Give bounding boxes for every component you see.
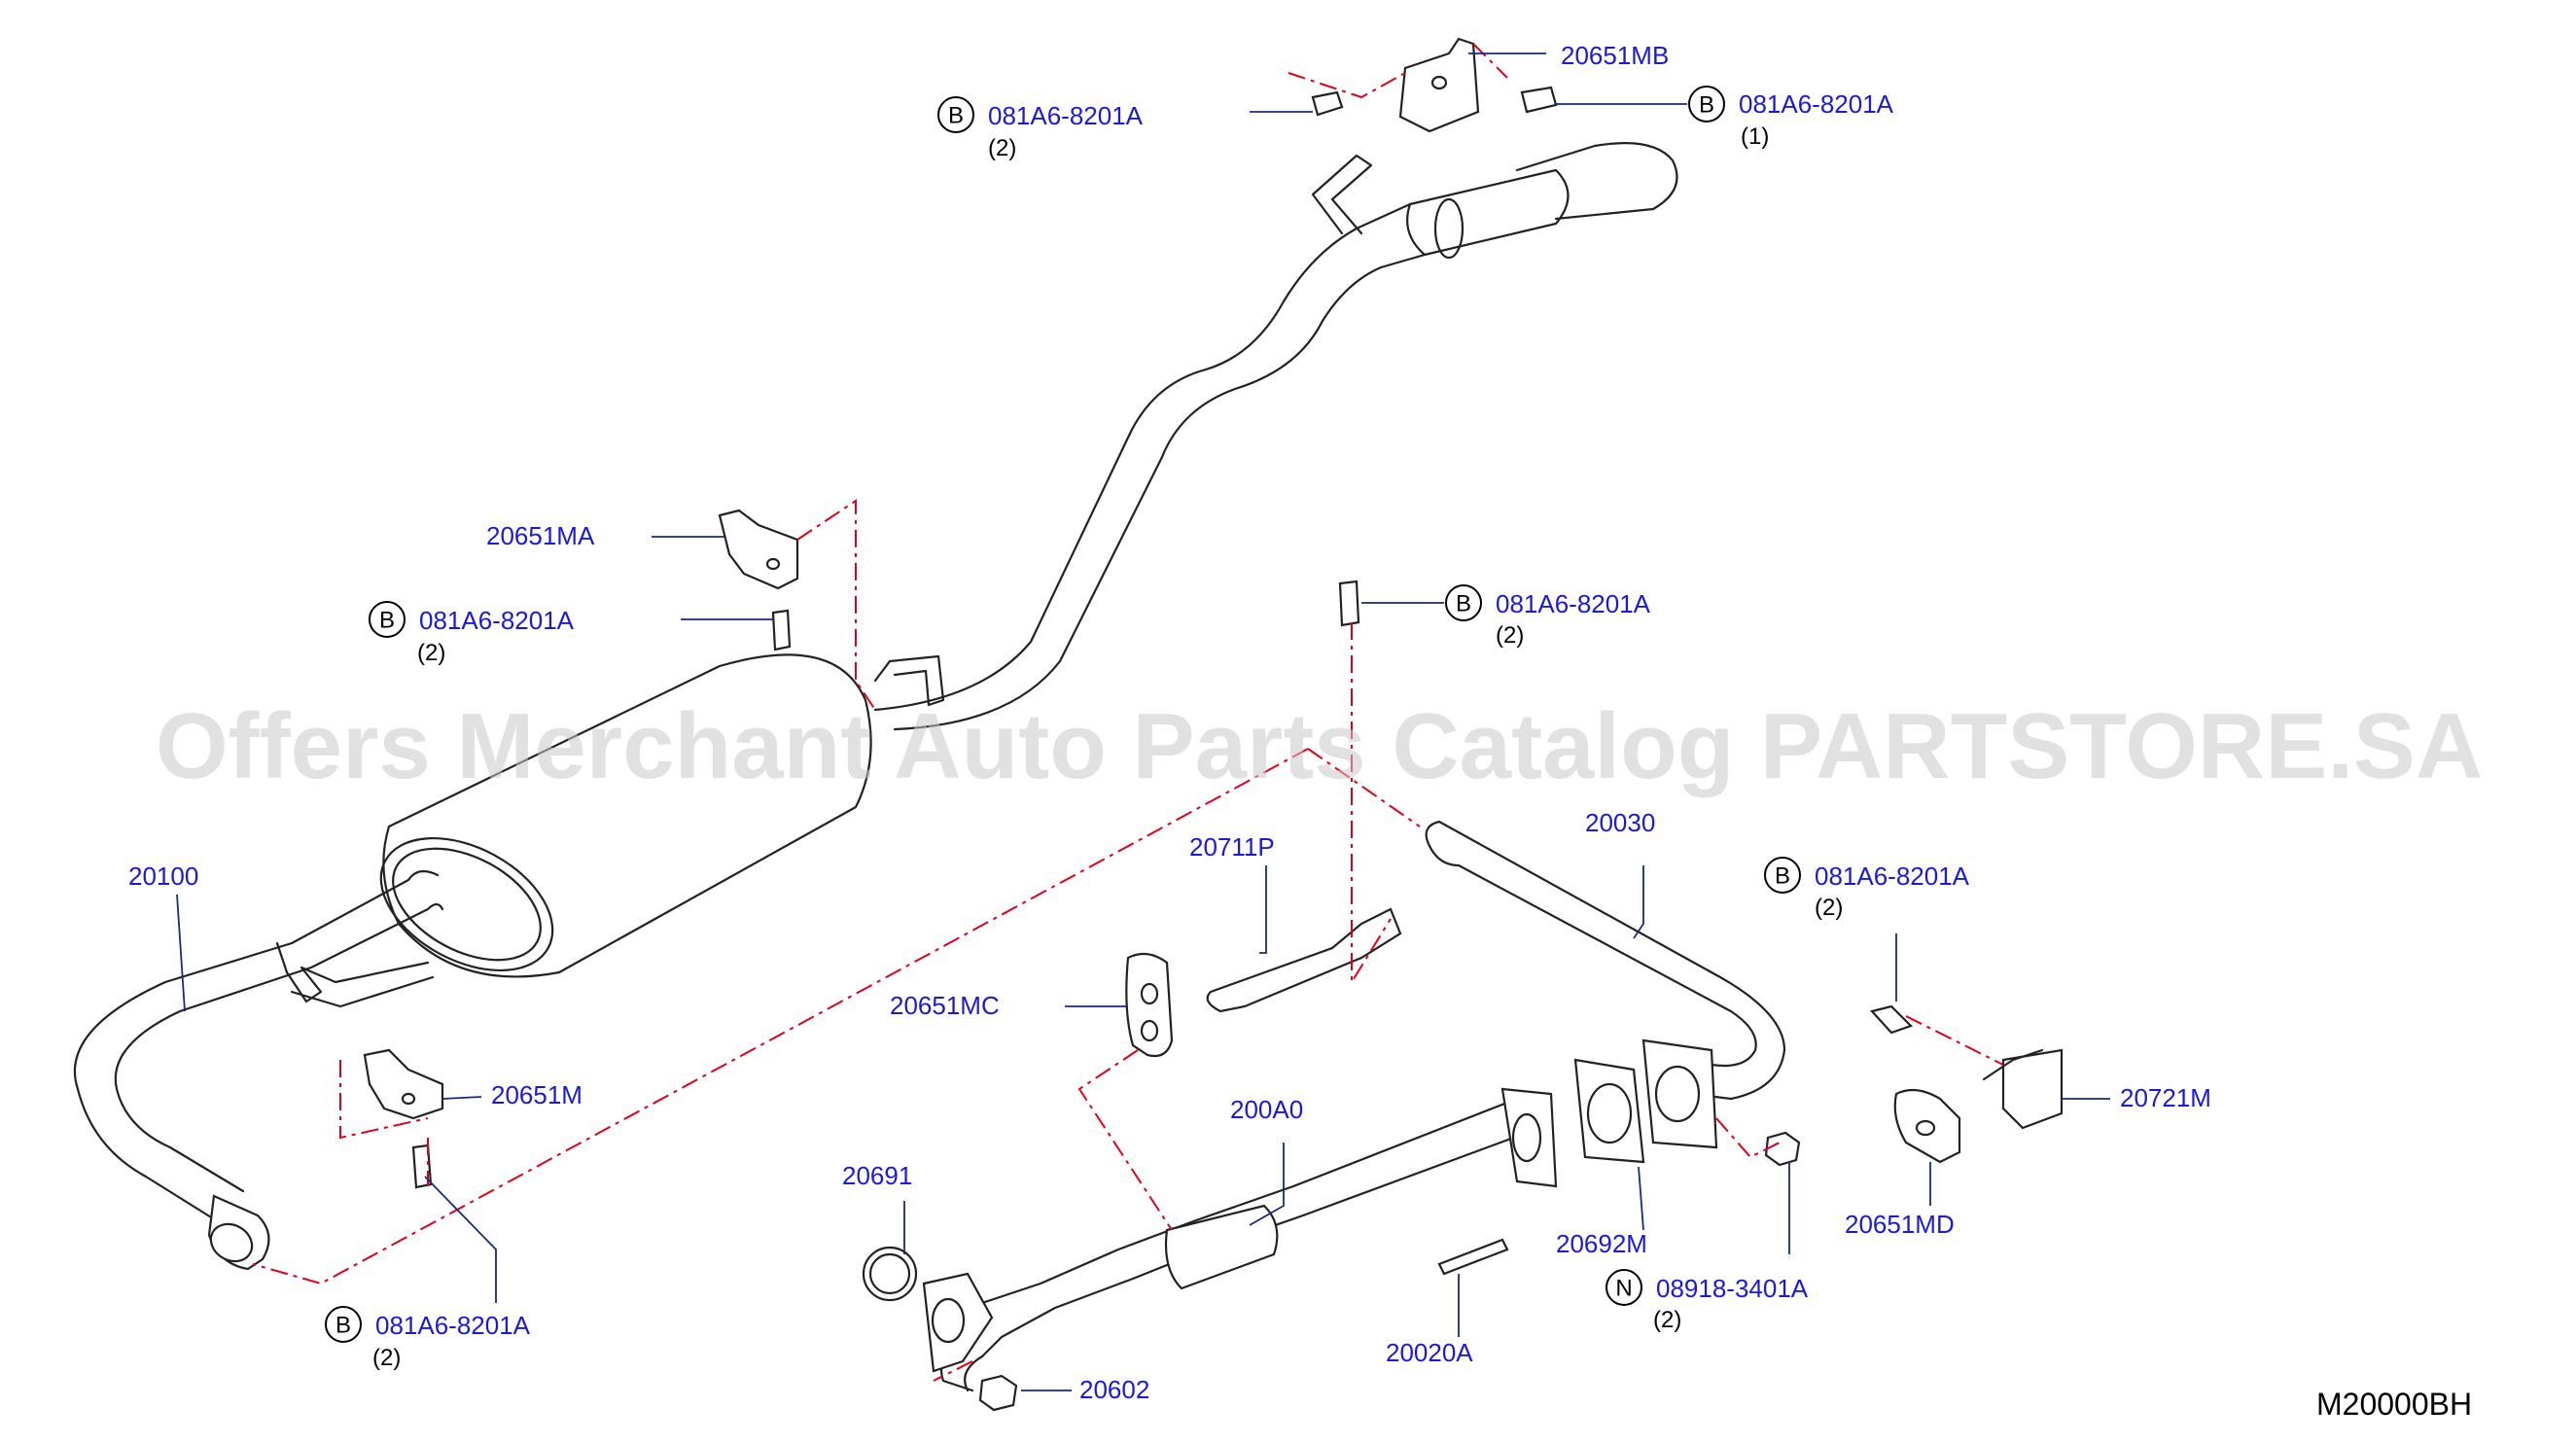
bolt-top-right <box>1520 86 1558 114</box>
label-200A0[interactable]: 200A0 <box>1230 1095 1303 1124</box>
callout-081A6-right[interactable]: B 081A6-8201A (2) <box>1764 857 1970 921</box>
callout-part-number: 081A6-8201A <box>375 1311 531 1340</box>
catalyst-pipe-200A0[interactable] <box>922 1087 1558 1392</box>
callout-part-number: 08918-3401A <box>1656 1274 1809 1303</box>
callout-081A6-bottom-left[interactable]: B 081A6-8201A (2) <box>325 1306 531 1371</box>
label-20651MA[interactable]: 20651MA <box>486 521 595 550</box>
callout-part-number: 081A6-8201A <box>1496 589 1651 618</box>
badge-b: B <box>1775 863 1790 890</box>
front-pipe-20030[interactable] <box>1425 820 1786 1149</box>
badge-b: B <box>948 103 964 129</box>
callout-qty: (1) <box>1741 123 1769 150</box>
leader-lines <box>176 53 2110 1391</box>
label-20651M[interactable]: 20651M <box>491 1080 582 1109</box>
bolt-20651M <box>411 1144 433 1189</box>
assembly-guide-lines <box>252 43 2004 1382</box>
callout-part-number: 081A6-8201A <box>1815 862 1970 891</box>
label-20651MD[interactable]: 20651MD <box>1845 1210 1955 1239</box>
label-20651MB[interactable]: 20651MB <box>1561 41 1669 70</box>
callout-08918-nut[interactable]: N 08918-3401A (2) <box>1606 1269 1809 1333</box>
label-20651MC[interactable]: 20651MC <box>890 991 1000 1020</box>
bolt-20651MA <box>771 609 792 651</box>
badge-b: B <box>379 608 395 634</box>
callout-qty: (2) <box>1653 1307 1681 1333</box>
label-20030[interactable]: 20030 <box>1585 808 1655 837</box>
badge-b: B <box>1456 591 1471 617</box>
callout-part-number: 081A6-8201A <box>988 101 1144 130</box>
callout-081A6-center[interactable]: B 081A6-8201A (2) <box>1445 584 1651 649</box>
label-20602[interactable]: 20602 <box>1079 1375 1149 1404</box>
tailpipe-assembly[interactable] <box>873 142 1678 731</box>
bracket-20651MA[interactable] <box>718 509 799 590</box>
rubber-mount-20651MD[interactable] <box>1893 1088 1961 1164</box>
callout-081A6-left[interactable]: B 081A6-8201A (2) <box>369 601 575 666</box>
bracket-20651M[interactable] <box>363 1048 444 1120</box>
stud-20020A[interactable] <box>1437 1238 1509 1276</box>
gasket-20692M[interactable] <box>1573 1058 1645 1164</box>
badge-b: B <box>335 1313 351 1339</box>
label-20020A[interactable]: 20020A <box>1386 1338 1473 1367</box>
callout-qty: (2) <box>372 1345 401 1371</box>
callout-qty: (2) <box>1496 622 1524 649</box>
badge-n: N <box>1615 1276 1632 1302</box>
callout-part-number: 081A6-8201A <box>1739 89 1894 119</box>
bolt-top-left <box>1311 90 1344 117</box>
callout-qty: (2) <box>417 640 445 666</box>
watermark: Offers Merchant Auto Parts Catalog PARTS… <box>156 694 2483 798</box>
label-20711P[interactable]: 20711P <box>1189 832 1275 862</box>
bracket-20721M[interactable] <box>1982 1048 2064 1130</box>
callout-qty: (2) <box>1815 895 1843 921</box>
rubber-mount-20651MC[interactable] <box>1125 952 1174 1058</box>
label-20100[interactable]: 20100 <box>128 862 198 891</box>
bolt-20711P <box>1338 580 1360 627</box>
callout-081A6-top-left[interactable]: B 081A6-8201A (2) <box>937 96 1144 161</box>
diagram-code: M20000BH <box>2316 1387 2472 1422</box>
label-20692M[interactable]: 20692M <box>1556 1229 1647 1258</box>
bracket-20651MB[interactable] <box>1398 37 1480 133</box>
nut-20602[interactable] <box>978 1374 1018 1412</box>
badge-b: B <box>1699 92 1714 119</box>
nut-08918[interactable] <box>1764 1131 1801 1167</box>
label-20691[interactable]: 20691 <box>842 1161 912 1190</box>
callout-part-number: 081A6-8201A <box>419 606 575 635</box>
callout-qty: (2) <box>988 135 1016 161</box>
bracket-20711P[interactable] <box>1206 907 1402 1013</box>
bolt-20721M <box>1869 1004 1914 1035</box>
label-20721M[interactable]: 20721M <box>2120 1083 2211 1112</box>
callout-081A6-top-right[interactable]: B 081A6-8201A (1) <box>1688 86 1894 150</box>
